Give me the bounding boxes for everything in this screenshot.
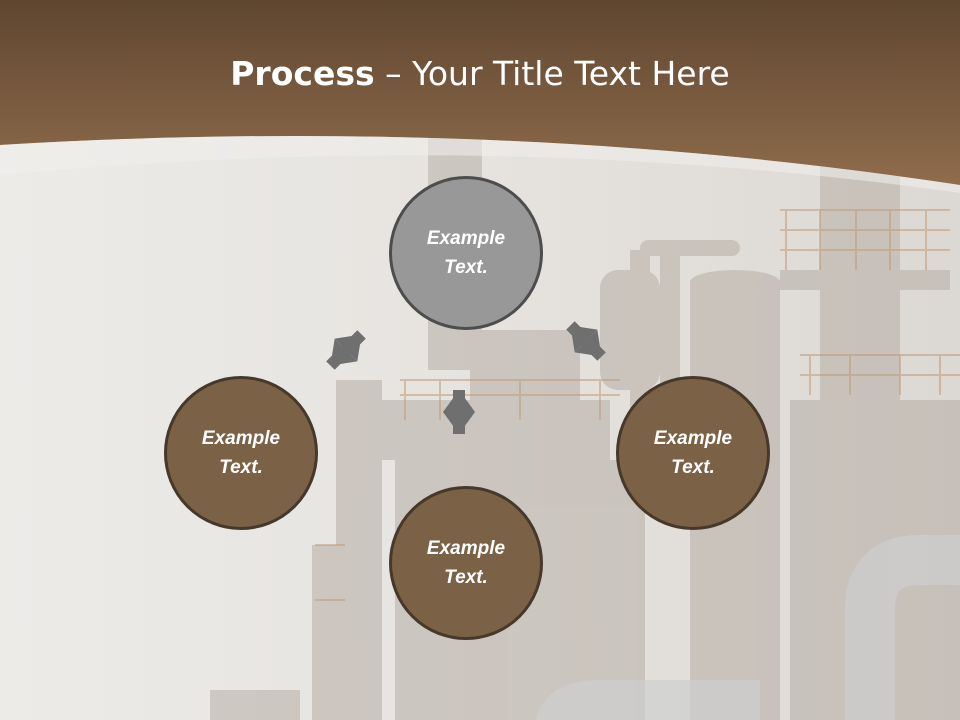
pipe-elbows: [537, 535, 960, 720]
arrow-vertical: [443, 390, 475, 434]
node-left[interactable]: Example Text.: [164, 376, 318, 530]
connector-arrows: [326, 321, 606, 434]
title-banner-swoosh: [0, 136, 960, 193]
node-right-line2: Text.: [671, 457, 715, 478]
node-bottom[interactable]: Example Text.: [389, 486, 543, 640]
node-top-line2: Text.: [444, 257, 488, 278]
node-bottom-line2: Text.: [444, 567, 488, 588]
slide-title: Process – Your Title Text Here: [0, 52, 960, 96]
title-banner: [0, 0, 960, 185]
arrow-top-right: [566, 321, 606, 361]
node-right[interactable]: Example Text.: [616, 376, 770, 530]
node-top[interactable]: Example Text.: [389, 176, 543, 330]
node-left-line2: Text.: [219, 457, 263, 478]
arrow-top-left: [326, 330, 366, 370]
node-bottom-line1: Example: [426, 538, 506, 559]
node-right-line1: Example: [653, 428, 733, 449]
slide-title-bold: Process: [230, 54, 375, 93]
node-left-line1: Example: [201, 428, 281, 449]
slide-title-rest: – Your Title Text Here: [374, 54, 730, 93]
node-top-line1: Example: [426, 228, 506, 249]
